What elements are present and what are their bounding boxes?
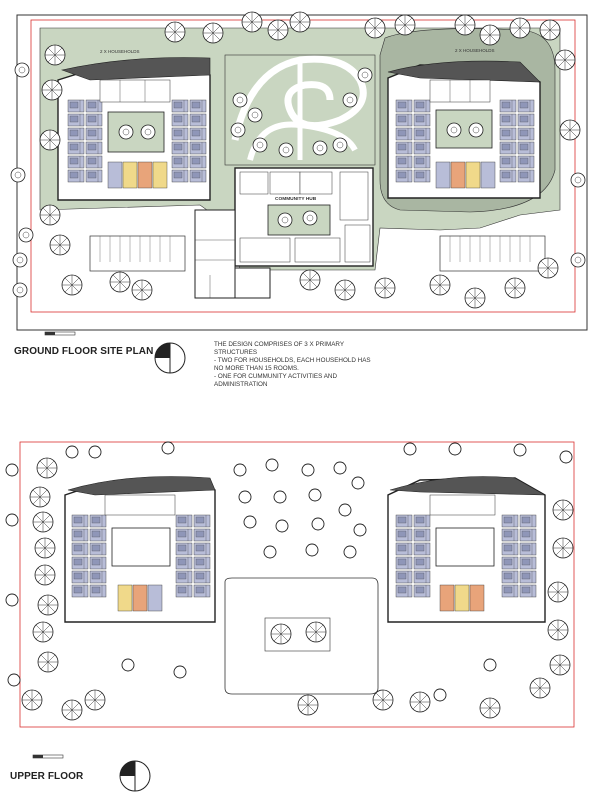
north-arrow-icon [119,760,151,792]
community-hub-label: COMMUNITY HUB [275,196,317,202]
note-line: THE DESIGN COMPRISES OF 3 X PRIMARY [214,341,345,348]
note-line: - ONE FOR CUMMUNITY ACTIVITIES AND [214,373,338,380]
north-arrow-icon [154,342,186,374]
right-household-label: 2 X HOUSEHOLDS [455,48,495,53]
left-household-label: 2 X HOUSEHOLDS [100,49,140,54]
right-household-building: 2 X HOUSEHOLDS [387,48,541,199]
left-household-building: 2 X HOUSEHOLDS [57,49,211,201]
community-hub-building: COMMUNITY HUB [234,167,374,267]
ground-floor-title: GROUND FLOOR SITE PLAN [14,346,154,357]
upper-floor-title: UPPER FLOOR [10,771,84,782]
note-line: NO MORE THAN 15 ROOMS. [214,365,299,372]
note-line: - TWO FOR HOUSEHOLDS, EACH HOUSEHOLD HAS [214,357,371,364]
upper-right-building [387,476,546,623]
note-line: STRUCTURES [214,349,258,356]
note-line: ADMINISTRATION [214,381,268,388]
design-notes: THE DESIGN COMPRISES OF 3 X PRIMARY STRU… [214,341,374,389]
ground-floor-plan: 2 X HOUSEHOLDS [10,11,588,374]
upper-floor-plan [5,441,575,792]
upper-left-building [64,476,216,623]
